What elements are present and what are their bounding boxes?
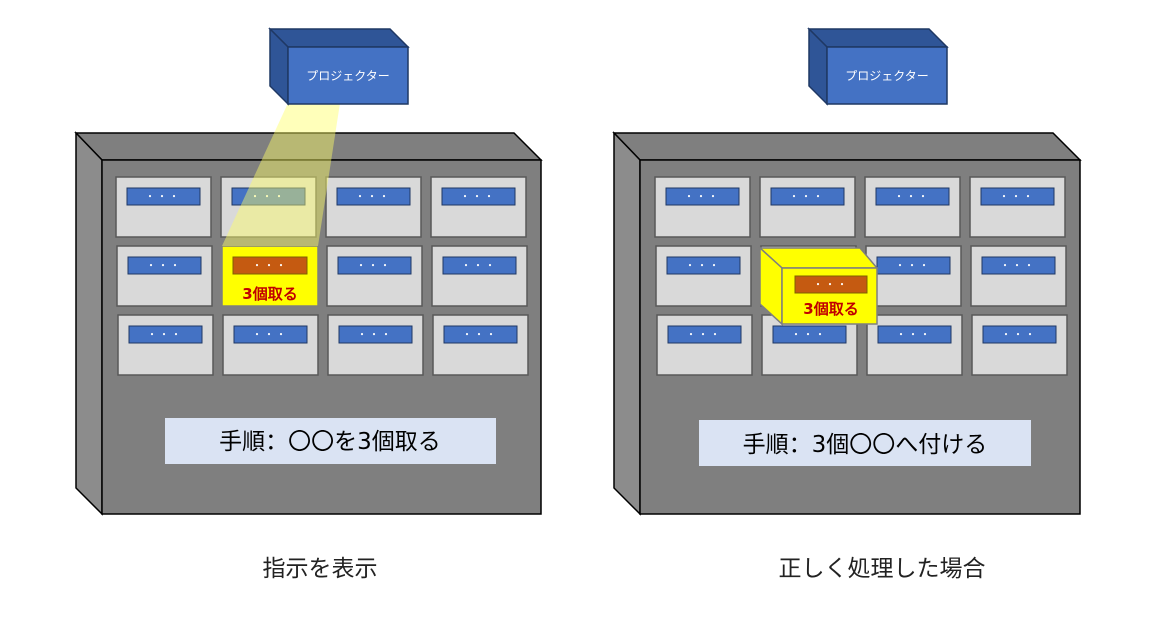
left-bin: ・・・ — [115, 176, 212, 238]
right-bin-tag — [982, 325, 1057, 344]
left-bin-tag — [128, 325, 203, 344]
right-instruction-text: 手順：3個〇〇へ付ける — [743, 432, 988, 458]
right-bin: ・・・ — [866, 314, 963, 376]
right-bin-dots: ・・・ — [895, 261, 931, 272]
left-bin-dots: ・・・ — [460, 192, 496, 203]
right-bin-tag — [876, 256, 951, 275]
left-panel: ・・・・・・・・・・・・・・・・・・・・・・・・・・・・・・・・・ ・・・ 3個… — [74, 27, 543, 582]
left-bin-tag — [336, 187, 411, 206]
left-bin: ・・・ — [222, 314, 319, 376]
right-instruction-box: 手順：3個〇〇へ付ける — [699, 420, 1031, 466]
right-bin: ・・・ — [865, 245, 962, 307]
right-bin-dots: ・・・ — [789, 192, 825, 203]
right-panel: ・・・・・・・・・・・・・・・・・・・・・・・・・・・・・・・・・・・・ ・・・… — [612, 27, 1082, 582]
right-bin-tag — [666, 256, 741, 275]
left-bin: ・・・ — [117, 314, 214, 376]
right-bin-dots: ・・・ — [894, 192, 930, 203]
left-shelf-side — [75, 131, 103, 516]
left-highlighted-bin-dots: ・・・ — [252, 261, 288, 272]
right-pulled-bin-tag — [794, 275, 868, 294]
right-bin: ・・・ — [969, 176, 1066, 238]
right-caption: 正しく処理した場合 — [779, 556, 986, 582]
right-bin: ・・・ — [761, 314, 858, 376]
right-bin: ・・・ — [655, 245, 752, 307]
left-bin-tag — [338, 325, 413, 344]
left-bin-dots: ・・・ — [355, 192, 391, 203]
right-bin-tag — [875, 187, 950, 206]
left-instruction-box: 手順：〇〇を3個取る — [165, 418, 496, 464]
left-bin-tag — [233, 325, 308, 344]
left-bin: ・・・ — [326, 245, 423, 307]
left-bin: ・・・ — [325, 176, 422, 238]
left-bin-tag — [442, 256, 517, 275]
right-bin-tag — [772, 325, 847, 344]
right-pick-label: 3個取る — [803, 300, 858, 318]
right-bin-dots: ・・・ — [684, 192, 720, 203]
right-pulled-bin-dots: ・・・ — [813, 280, 849, 291]
left-bin-dots: ・・・ — [356, 261, 392, 272]
right-bin-dots: ・・・ — [1000, 261, 1036, 272]
right-bin: ・・・ — [970, 245, 1067, 307]
left-bin-tag — [337, 256, 412, 275]
right-bin-tag — [770, 187, 845, 206]
left-highlighted-bin: ・・・ 3個取る — [221, 245, 319, 307]
right-projector-label: プロジェクター — [845, 69, 929, 83]
right-bin-tag — [877, 325, 952, 344]
left-caption: 指示を表示 — [263, 556, 378, 582]
left-bin-tag — [443, 325, 518, 344]
left-bin-dots: ・・・ — [461, 261, 497, 272]
left-bin-tag — [231, 187, 306, 206]
left-bin: ・・・ — [430, 176, 527, 238]
left-instruction-text: 手順：〇〇を3個取る — [219, 429, 441, 455]
left-projector-label: プロジェクター — [306, 69, 390, 83]
right-bin-tag — [667, 325, 742, 344]
left-bin-grid: ・・・・・・・・・・・・・・・・・・・・・・・・・・・・・・・・・ — [115, 176, 529, 376]
right-bin-dots: ・・・ — [1001, 330, 1037, 341]
left-bin-dots: ・・・ — [146, 261, 182, 272]
right-projector: プロジェクター — [807, 27, 949, 106]
left-bin-dots: ・・・ — [252, 330, 288, 341]
projector-light-beam — [222, 103, 340, 246]
left-highlighted-bin-tag — [232, 256, 308, 275]
right-bin-tag — [980, 187, 1055, 206]
right-bin: ・・・ — [864, 176, 961, 238]
left-projector: プロジェクター — [268, 27, 410, 106]
right-pulled-bin: ・・・ 3個取る — [758, 246, 879, 326]
right-bin-tag — [665, 187, 740, 206]
left-bin: ・・・ — [432, 314, 529, 376]
right-bin-dots: ・・・ — [686, 330, 722, 341]
right-bin-dots: ・・・ — [896, 330, 932, 341]
right-bin-tag — [981, 256, 1056, 275]
right-bin: ・・・ — [759, 176, 856, 238]
left-bin-dots: ・・・ — [147, 330, 183, 341]
left-bin-tag — [127, 256, 202, 275]
left-bin: ・・・ — [220, 176, 317, 238]
left-bin-dots: ・・・ — [145, 192, 181, 203]
left-pick-label: 3個取る — [242, 285, 297, 303]
left-bin: ・・・ — [116, 245, 213, 307]
left-bin-tag — [441, 187, 516, 206]
right-bin: ・・・ — [656, 314, 753, 376]
right-bin-dots: ・・・ — [999, 192, 1035, 203]
right-bin-dots: ・・・ — [791, 330, 827, 341]
right-bin: ・・・ — [654, 176, 751, 238]
left-bin-dots: ・・・ — [462, 330, 498, 341]
left-bin: ・・・ — [431, 245, 528, 307]
right-shelf-top — [612, 132, 1082, 161]
left-bin-dots: ・・・ — [357, 330, 393, 341]
right-bin: ・・・ — [971, 314, 1068, 376]
left-bin-dots: ・・・ — [250, 192, 286, 203]
left-bin: ・・・ — [327, 314, 424, 376]
right-bin-dots: ・・・ — [685, 261, 721, 272]
right-shelf-side — [613, 131, 641, 516]
left-bin-tag — [126, 187, 201, 206]
